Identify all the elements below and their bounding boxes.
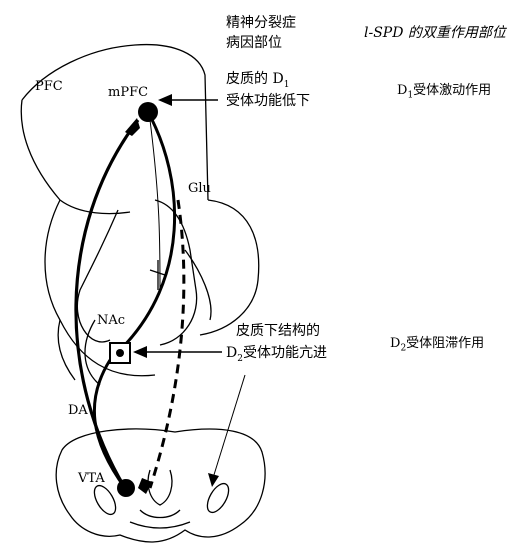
d1-action: D1受体激动作用: [397, 82, 491, 105]
annotation-arrows: [140, 100, 245, 478]
da-label: DA: [68, 402, 88, 419]
arrowheads: [133, 94, 219, 487]
mpfc-nucleus: [138, 102, 158, 122]
d2-action: D2受体阻滞作用: [390, 335, 484, 358]
site-title-2: 病因部位: [226, 34, 282, 53]
coronal-arrow-line: [213, 375, 245, 478]
cortex-arrowhead: [158, 94, 172, 106]
subcortex-arrowhead: [133, 346, 147, 358]
vta-nucleus: [117, 479, 135, 497]
subcortex-annotation-line2: D2受体功能亢进: [226, 344, 327, 369]
nuclei: [110, 102, 158, 497]
glutamate-pathway: [150, 200, 184, 488]
cortex-annotation-line2: 受体功能低下: [226, 92, 310, 111]
cortex-subscript: 1: [284, 80, 290, 90]
nac-label: NAc: [97, 312, 125, 329]
site-title: 精神分裂症: [226, 14, 296, 33]
subcortex-annotation-line1: 皮质下结构的: [236, 322, 320, 341]
mesocortical-pathway: [76, 120, 138, 488]
mpfc-label: mPFC: [108, 84, 148, 101]
coronal-arrowhead: [208, 473, 219, 487]
mesolimbic-pathway: [94, 360, 125, 488]
nac-nucleus: [116, 349, 124, 357]
cortico-accumbens-pathway: [120, 112, 175, 350]
pfc-label: PFC: [35, 78, 63, 95]
action-title: l-SPD 的双重作用部位: [364, 24, 506, 43]
glu-label: Glu: [188, 180, 211, 197]
vta-label: VTA: [78, 470, 105, 487]
